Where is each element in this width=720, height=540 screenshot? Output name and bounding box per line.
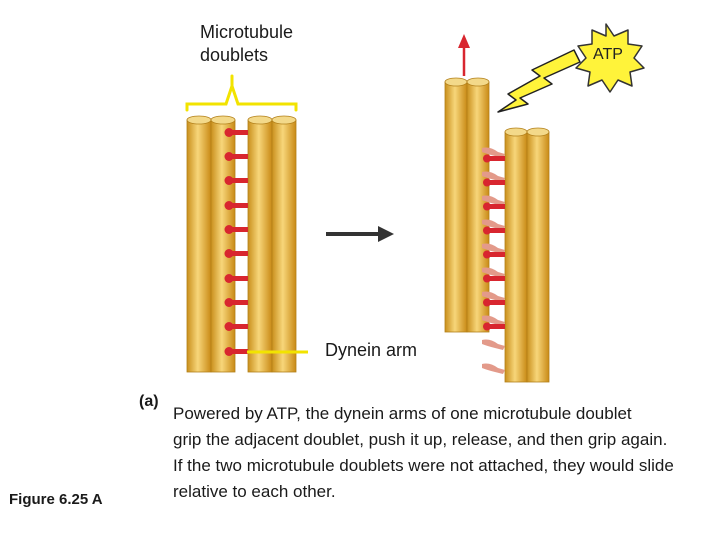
left-doublet-pair <box>186 115 297 373</box>
caption-line-3: If the two microtubule doublets were not… <box>173 456 674 475</box>
doublet-b <box>247 115 297 373</box>
caption-line-1: Powered by ATP, the dynein arms of one m… <box>173 404 632 423</box>
doublet-b-shifted <box>504 127 550 383</box>
push-up-arrow <box>458 34 470 76</box>
caption-line-2: grip the adjacent doublet, push it up, r… <box>173 430 668 449</box>
energy-bolt-icon <box>497 49 581 113</box>
label-line-2: doublets <box>200 45 269 65</box>
figure-label: Figure 6.25 A <box>9 491 103 508</box>
right-doublet-pair <box>444 77 550 383</box>
dynein-arms-left <box>224 128 248 356</box>
panel-label: (a) <box>139 393 159 410</box>
label-line-1: Microtubule <box>200 22 294 42</box>
dynein-arm-label: Dynein arm <box>325 340 418 360</box>
microtubule-doublets-label: Microtubule doublets <box>200 21 320 67</box>
transition-arrow <box>326 226 394 242</box>
caption-line-4: relative to each other. <box>173 482 336 501</box>
atp-burst-icon <box>575 23 645 93</box>
dynein-arms-right-gripping <box>483 154 505 331</box>
atp-label: ATP <box>593 46 623 63</box>
doublets-bracket <box>185 74 298 112</box>
dynein-arms-right-released <box>482 147 505 374</box>
caption: Powered by ATP, the dynein arms of one m… <box>173 401 713 505</box>
